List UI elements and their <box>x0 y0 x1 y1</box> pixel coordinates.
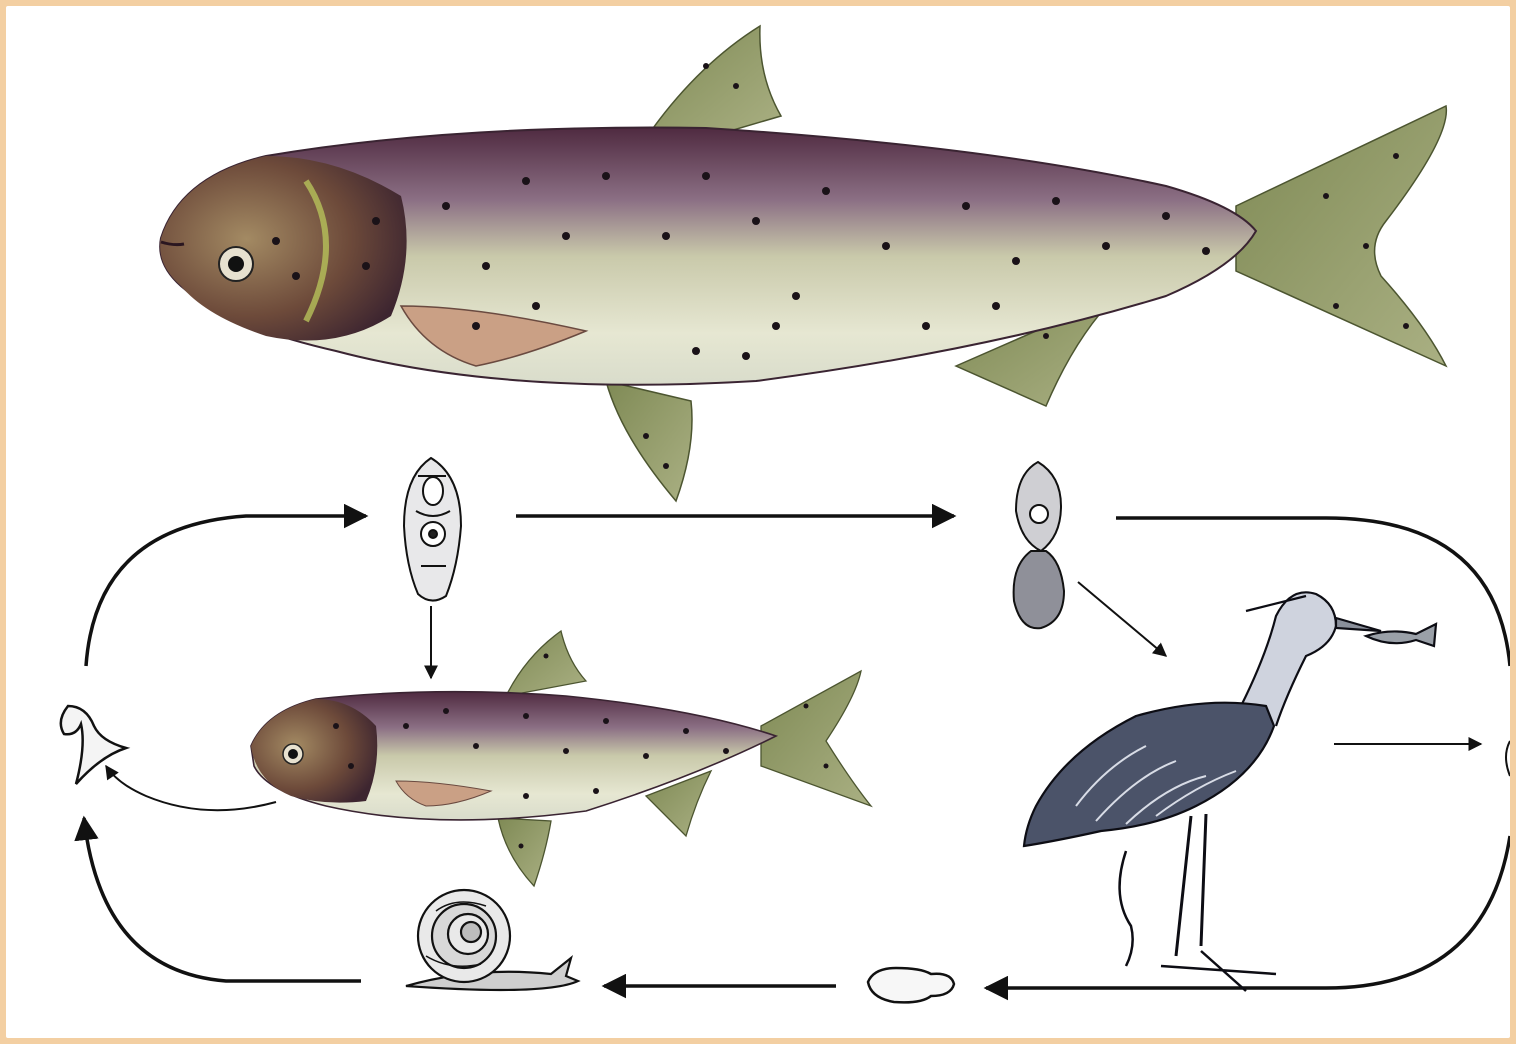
larva-icon <box>61 706 126 784</box>
arrow-fish-to-larva <box>106 766 276 810</box>
metacercaria-cyst-icon <box>1014 462 1064 628</box>
arrow-larva-to-cercaria <box>86 516 366 666</box>
snail-icon <box>406 890 578 990</box>
diagram-frame <box>6 6 1510 1038</box>
large-spotted-fish-icon <box>160 26 1446 501</box>
partial-stage-icon <box>1506 741 1510 776</box>
arrow-to-egg <box>986 836 1510 988</box>
small-spotted-fish-icon <box>251 631 871 886</box>
arrow-metacercaria-to-heron <box>1078 582 1166 656</box>
cercaria-larva-icon <box>404 458 461 601</box>
egg-icon <box>868 968 954 1002</box>
heron-with-fish-icon <box>1024 592 1436 991</box>
arrow-snail-to-larva <box>84 818 361 981</box>
life-cycle-diagram <box>6 6 1510 1038</box>
